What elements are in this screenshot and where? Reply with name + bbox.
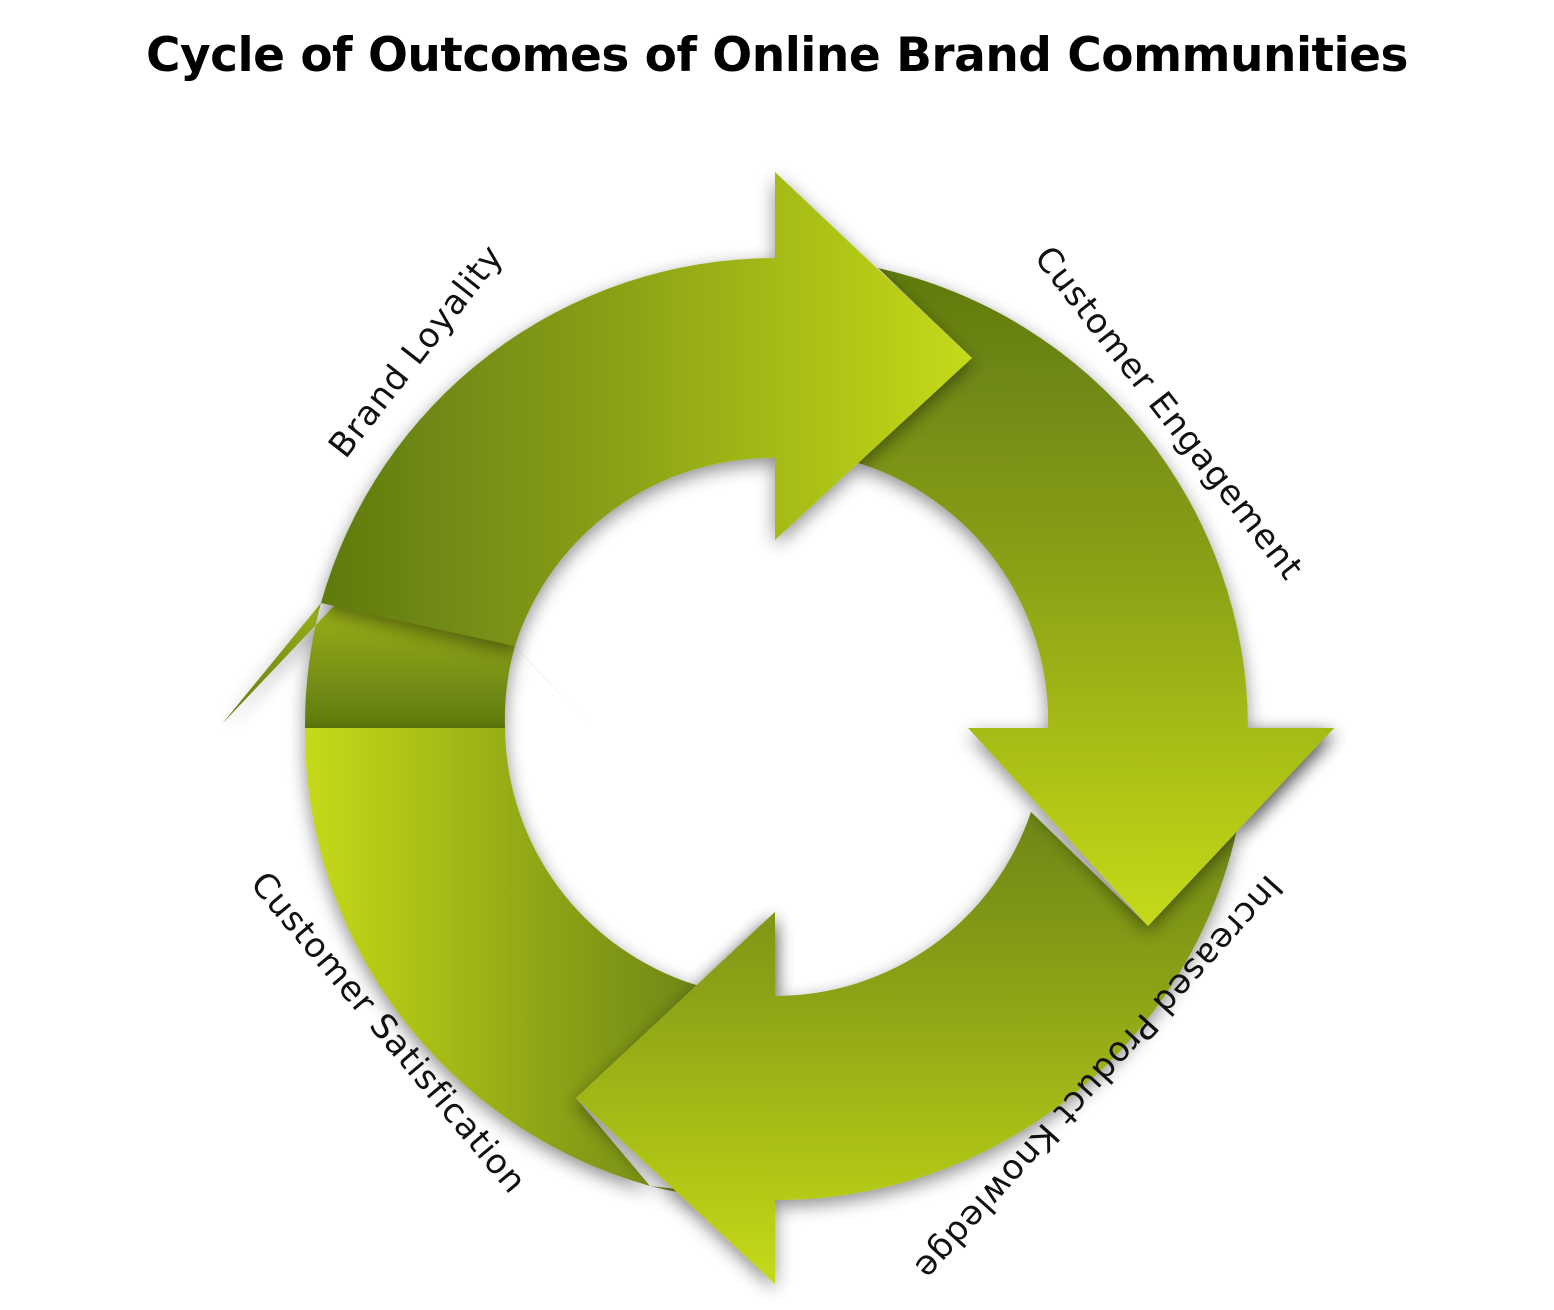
arrow-top (321, 172, 972, 646)
page-title: Cycle of Outcomes of Online Brand Commun… (146, 28, 1408, 83)
arrow-right-to-bottom (576, 728, 1334, 1284)
arrow-top-to-right (855, 268, 1334, 926)
arrow-bottom-to-left (304, 728, 775, 1201)
arrow-left-to-top (222, 530, 588, 728)
